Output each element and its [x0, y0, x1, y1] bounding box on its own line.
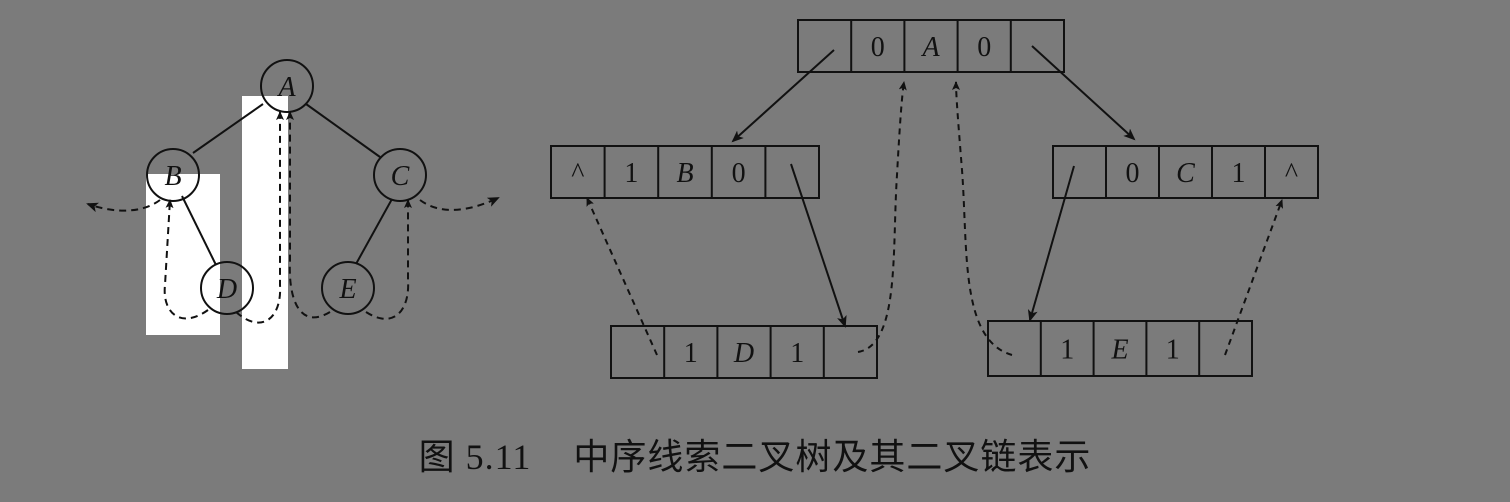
record-D-frame: [610, 325, 878, 379]
pointer-A-right-C: [1031, 45, 1136, 141]
record-A-ltag-cell: 0: [871, 32, 885, 63]
tree-label-A: A: [276, 72, 296, 103]
record-C-rchild-cell: ^: [1285, 158, 1298, 189]
pointer-B-right-D: [790, 163, 847, 328]
edge-C-E: [355, 198, 393, 265]
thread-D-A: [235, 111, 284, 324]
tree-node-D: [200, 261, 254, 315]
tree-threads: [86, 111, 500, 324]
record-B-lchild-cell: ^: [571, 158, 584, 189]
mask-rect-right: [242, 96, 288, 369]
tree-label-E: E: [338, 274, 356, 305]
edge-B-D: [181, 195, 217, 266]
record-D-rtag-cell: 1: [790, 338, 804, 369]
record-B: ^ 1 B 0: [550, 145, 820, 199]
record-D: 1 D 1: [610, 325, 878, 379]
pointer-A-left-B: [731, 49, 835, 143]
tree-node-C: [373, 148, 427, 202]
tree-label-B: B: [164, 161, 181, 192]
record-E: 1 E 1: [987, 320, 1253, 377]
pointer-C-left-E: [1027, 165, 1075, 322]
thread-C-null-right: [419, 197, 500, 211]
tree-node-E: [321, 261, 375, 315]
record-A-rtag-cell: 0: [977, 32, 991, 63]
record-C-data-cell: C: [1176, 158, 1195, 189]
record-E-ltag-cell: 1: [1060, 335, 1074, 366]
thread-pointers: [586, 81, 1283, 356]
tree-edges: [181, 103, 393, 266]
record-B-rtag-cell: 0: [732, 158, 746, 189]
thread-E-C: [365, 199, 412, 320]
record-C: 0 C 1 ^: [1052, 145, 1319, 199]
caption-number: 图 5.11: [418, 437, 532, 477]
record-C-rtag-cell: 1: [1232, 158, 1246, 189]
thread-E-right-C: [1224, 199, 1283, 356]
record-B-data-cell: B: [676, 158, 693, 189]
tree-node-A: [260, 59, 314, 113]
thread-B-null-left: [86, 199, 161, 213]
edge-A-B: [192, 103, 264, 154]
record-E-rtag-cell: 1: [1166, 335, 1180, 366]
record-D-ltag-cell: 1: [684, 338, 698, 369]
record-C-frame: [1052, 145, 1319, 199]
record-B-ltag-cell: 1: [624, 158, 638, 189]
thread-D-left-B: [586, 197, 658, 356]
record-A-frame: [797, 19, 1065, 73]
thread-E-A: [286, 111, 331, 319]
record-D-data-cell: D: [733, 338, 754, 369]
tree-label-D: D: [216, 274, 237, 305]
thread-D-B: [163, 199, 209, 320]
caption-text: 中序线索二叉树及其二叉链表示: [573, 437, 1092, 477]
thread-D-right-A: [857, 81, 907, 353]
edge-A-C: [305, 103, 381, 158]
record-A: 0 A 0: [797, 19, 1065, 73]
record-E-data-cell: E: [1110, 335, 1128, 366]
tree-node-B: [146, 148, 200, 202]
tree-label-C: C: [391, 161, 410, 192]
record-B-frame: [550, 145, 820, 199]
figure-caption: 图 5.11 中序线索二叉树及其二叉链表示: [0, 428, 1510, 480]
threaded-binary-tree: A B C D E: [86, 59, 500, 369]
thread-E-left-A: [952, 81, 1013, 356]
record-E-frame: [987, 320, 1253, 377]
child-pointers: [731, 45, 1136, 328]
record-A-data-cell: A: [920, 32, 940, 63]
record-C-ltag-cell: 0: [1126, 158, 1140, 189]
